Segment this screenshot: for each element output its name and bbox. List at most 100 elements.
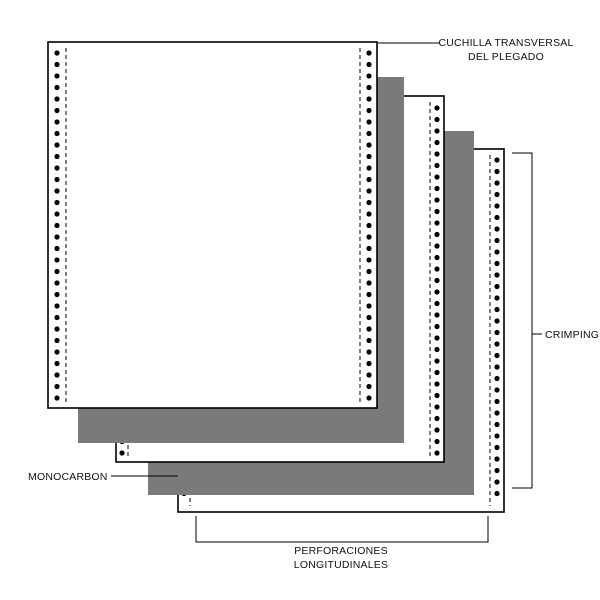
sprocket-hole <box>54 360 60 367</box>
sprocket-hole <box>434 415 440 422</box>
sprocket-hole <box>494 237 500 244</box>
sprocket-hole <box>494 387 500 393</box>
sprocket-hole <box>54 257 60 263</box>
sprocket-hole <box>366 268 372 275</box>
sprocket-hole <box>434 335 440 341</box>
sprocket-hole <box>494 168 500 175</box>
sprocket-hole <box>54 176 60 183</box>
sprocket-hole <box>434 300 440 307</box>
sprocket-hole <box>494 364 500 370</box>
sprocket-hole <box>434 185 440 192</box>
sprocket-hole <box>366 61 372 68</box>
sprocket-hole <box>366 96 372 102</box>
sprocket-hole <box>54 234 60 240</box>
sprocket-hole <box>434 139 440 146</box>
sprocket-hole <box>494 191 500 198</box>
sprocket-hole <box>54 349 60 355</box>
sprocket-hole <box>434 369 440 376</box>
sprocket-holes-front-right <box>366 50 372 401</box>
sprocket-hole <box>54 383 60 390</box>
perforations-label: PERFORACIONES <box>294 545 388 557</box>
sprocket-hole <box>434 116 440 123</box>
sprocket-hole <box>54 337 60 344</box>
sprocket-hole <box>434 231 440 238</box>
sprocket-hole <box>434 404 440 410</box>
sprocket-hole <box>54 222 60 229</box>
sprocket-hole <box>434 197 440 203</box>
sprocket-hole <box>54 372 60 378</box>
sprocket-hole <box>366 245 372 252</box>
sprocket-hole <box>434 266 440 272</box>
sprocket-hole <box>434 381 440 387</box>
sprocket-hole <box>54 245 60 252</box>
perforations-label-line2: LONGITUDINALES <box>294 559 388 571</box>
sprocket-hole <box>54 130 60 137</box>
sprocket-hole <box>54 314 60 321</box>
sprocket-hole <box>366 50 372 56</box>
sprocket-holes-front-left <box>54 50 60 401</box>
sprocket-hole <box>494 180 500 186</box>
sprocket-hole <box>366 372 372 378</box>
sprocket-hole <box>54 303 60 309</box>
sprocket-hole <box>54 142 60 148</box>
sprocket-hole <box>434 174 440 180</box>
sprocket-hole <box>494 410 500 416</box>
sprocket-hole <box>494 398 500 405</box>
sprocket-hole <box>494 226 500 232</box>
sprocket-hole <box>366 234 372 240</box>
sprocket-hole <box>494 295 500 301</box>
perforations-bracket <box>195 516 489 543</box>
sprocket-hole <box>366 291 372 298</box>
sprocket-hole <box>54 119 60 125</box>
sprocket-hole <box>494 490 500 497</box>
sprocket-hole <box>366 153 372 160</box>
sprocket-hole <box>494 157 500 163</box>
sprocket-hole <box>434 105 440 111</box>
sprocket-hole <box>494 352 500 359</box>
sprocket-hole <box>366 119 372 125</box>
sprocket-hole <box>434 450 440 456</box>
sheet-front <box>47 41 378 409</box>
sprocket-hole <box>434 438 440 445</box>
sprocket-hole <box>366 222 372 229</box>
sprocket-hole <box>434 427 440 433</box>
sprocket-hole <box>434 243 440 249</box>
sprocket-hole <box>494 249 500 255</box>
sprocket-hole <box>366 176 372 183</box>
sprocket-hole <box>366 257 372 263</box>
sprocket-hole <box>366 130 372 137</box>
sprocket-hole <box>119 450 125 456</box>
sprocket-hole <box>434 277 440 284</box>
sprocket-hole <box>434 162 440 169</box>
sprocket-hole <box>494 467 500 474</box>
sprocket-hole <box>494 329 500 336</box>
sprocket-hole <box>54 107 60 114</box>
sprocket-hole <box>494 456 500 462</box>
sprocket-hole <box>434 323 440 330</box>
sprocket-hole <box>434 358 440 364</box>
sprocket-hole <box>494 444 500 451</box>
sprocket-hole <box>434 392 440 399</box>
sprocket-hole <box>366 84 372 91</box>
sprocket-hole <box>434 128 440 134</box>
sprocket-hole <box>366 303 372 309</box>
sprocket-hole <box>366 314 372 321</box>
sprocket-hole <box>54 73 60 79</box>
sprocket-hole <box>54 268 60 275</box>
sprocket-hole <box>366 107 372 114</box>
sprocket-hole <box>54 326 60 332</box>
sprocket-hole <box>434 289 440 295</box>
sprocket-hole <box>434 151 440 157</box>
sprocket-hole <box>494 306 500 313</box>
sprocket-hole <box>494 375 500 382</box>
sprocket-hole <box>54 395 60 401</box>
sprocket-hole <box>366 199 372 206</box>
sprocket-hole <box>54 291 60 298</box>
sprocket-hole <box>54 188 60 194</box>
cutter-label-line2: DEL PLEGADO <box>468 51 544 63</box>
sprocket-hole <box>494 203 500 209</box>
sprocket-hole <box>54 50 60 56</box>
cutter-label: CUCHILLA TRANSVERSAL <box>438 37 573 49</box>
sprocket-hole <box>494 433 500 439</box>
sprocket-hole <box>366 337 372 344</box>
